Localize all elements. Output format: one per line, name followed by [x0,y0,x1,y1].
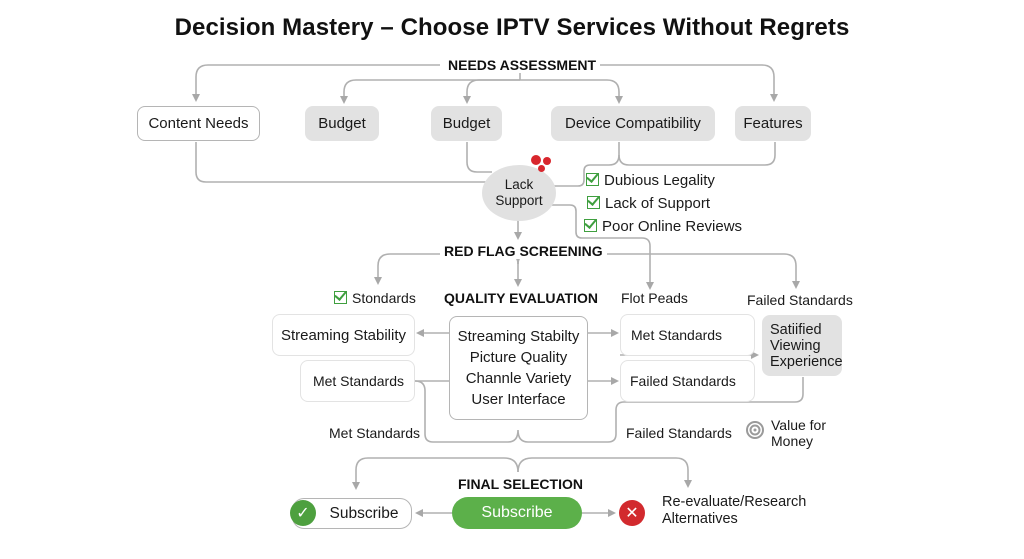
node-device-compatibility[interactable]: Device Compatibility [551,106,715,141]
cloud-label-line1: Lack [504,177,534,192]
left-output-met-standards-2: Met Standards [329,425,421,441]
connector-content-cloud [195,142,490,183]
left-output-streaming-stability[interactable]: Streaming Stability [272,314,415,356]
quality-criteria-box[interactable]: Streaming Stabilty Picture Quality Chann… [449,316,588,420]
alert-dot-icon [543,157,551,165]
node-features[interactable]: Features [735,106,811,141]
result-satisfied-viewing[interactable]: Satiified Viewing Experience [762,315,843,376]
connector-device-features [618,142,776,166]
result-line: Satiified [770,321,822,338]
subscribe-button[interactable]: Subscribe [452,497,582,529]
node-content-needs[interactable]: Content Needs [137,106,260,141]
checklist-item: Dubious Legality [586,172,715,189]
final-selection-heading: FINAL SELECTION [454,476,587,492]
checkbox-checked-icon [584,219,597,232]
checkbox-checked-icon [587,196,600,209]
check-circle-icon: ✓ [290,500,316,526]
connector-needs-content [192,64,440,102]
checklist-item: Lack of Support [587,195,710,212]
checkbox-checked-icon [586,173,599,186]
right-top-label-2: Failed Standards [747,292,853,308]
cloud-lack-support[interactable]: Lack Support [482,165,556,221]
connector-needs-features [592,64,778,102]
node-budget-1[interactable]: Budget [305,106,379,141]
checkbox-checked-icon [334,291,347,304]
alert-dot-icon [531,155,541,165]
right-output-failed-standards-2: Failed Standards [626,425,732,441]
needs-assessment-heading: NEEDS ASSESSMENT [444,57,601,73]
re-evaluate-option[interactable]: Re-evaluate/Research Alternatives [662,494,807,527]
result-line: Experience [770,353,843,370]
x-circle-icon[interactable]: ✕ [619,500,645,526]
right-output-failed-standards[interactable]: Failed Standards [620,360,755,402]
target-icon [746,421,764,439]
page-title: Decision Mastery – Choose IPTV Services … [174,14,850,41]
connector-needs-device [520,79,623,104]
connector-needs-budget1 [340,79,520,104]
result-line: Viewing [770,337,821,354]
quality-evaluation-heading: QUALITY EVALUATION [440,290,602,306]
connector-needs-budget2 [463,79,520,104]
left-output-met-standards[interactable]: Met Standards [300,360,415,402]
connector-budget-cloud [466,142,492,173]
standards-label: Stondards [334,290,416,306]
node-budget-2[interactable]: Budget [431,106,502,141]
alert-dot-icon [538,165,545,172]
value-for-money-label: Value for Money [771,417,826,449]
criteria-item: Streaming Stabilty [457,328,580,345]
red-flag-screening-heading: RED FLAG SCREENING [440,243,607,259]
cloud-label-line2: Support [495,193,543,208]
right-output-met-standards[interactable]: Met Standards [620,314,755,356]
checklist-item: Poor Online Reviews [584,218,742,235]
criteria-item: Channle Variety [465,370,572,387]
right-top-label-1: Flot Peads [621,290,688,306]
criteria-item: User Interface [471,391,566,408]
criteria-item: Picture Quality [469,349,568,366]
